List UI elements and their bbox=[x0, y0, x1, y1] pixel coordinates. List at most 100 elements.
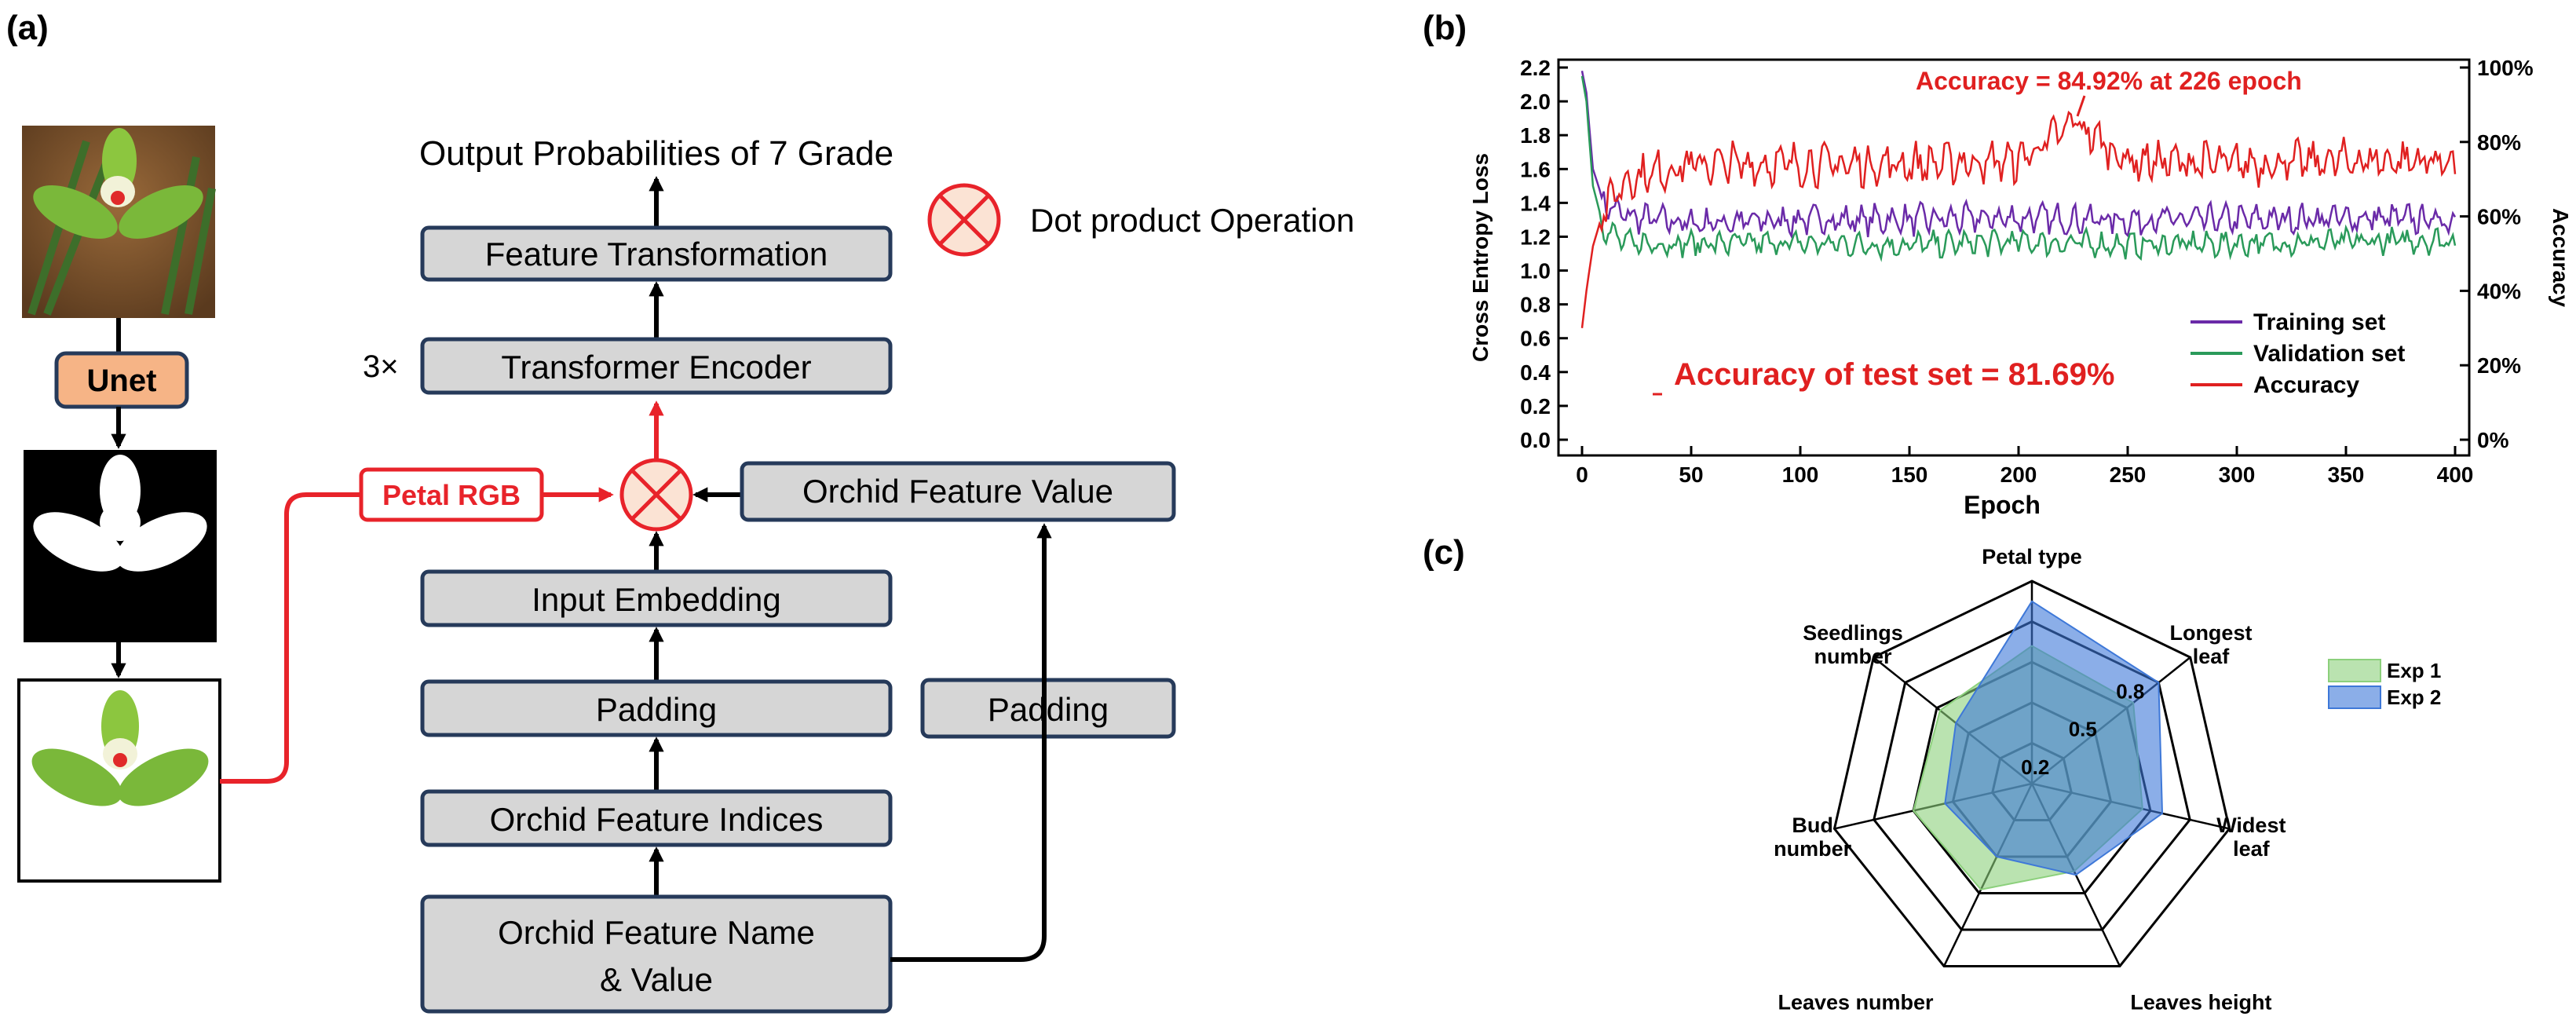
padding-box-left bbox=[420, 679, 893, 737]
radar-legend-label: Exp 1 bbox=[2387, 659, 2441, 682]
y-tick-label: 1.8 bbox=[1520, 123, 1551, 148]
y2-axis-label: Accuracy bbox=[2549, 208, 2573, 308]
input-embedding-label: Input Embedding bbox=[532, 581, 781, 618]
y-tick-label: 1.6 bbox=[1520, 157, 1551, 181]
series-line-0 bbox=[1580, 71, 2457, 240]
y-tick-label: 2.0 bbox=[1520, 90, 1551, 114]
feature-name-label-line1: Orchid Feature Name bbox=[498, 914, 815, 951]
y2-tick-label: 60% bbox=[2477, 205, 2521, 229]
x-tick-label: 100 bbox=[1782, 462, 1819, 487]
radar-axis-label: leaf bbox=[2193, 645, 2231, 668]
dot-product-legend-icon bbox=[927, 183, 1001, 257]
radar-legend: Exp 1 Exp 2 bbox=[2328, 659, 2441, 709]
y-tick-label: 0.4 bbox=[1520, 360, 1551, 385]
y-tick-label: 0.8 bbox=[1520, 293, 1551, 317]
radar-series-1 bbox=[1944, 600, 2164, 876]
y-tick-label: 0.2 bbox=[1520, 394, 1551, 419]
orchid-photo bbox=[22, 126, 216, 318]
panel-a-label: (a) bbox=[6, 9, 49, 47]
panel-c-label: (c) bbox=[1423, 533, 1465, 572]
padding-box-right bbox=[920, 678, 1176, 739]
radar-axis-label: Petal type bbox=[1982, 545, 2082, 568]
feature-transformation-box bbox=[420, 225, 893, 282]
left-axis-ticks: 0.0 0.2 0.4 0.6 0.8 1.0 1.2 1.4 1.6 1.8 2.0 2.2 bbox=[1520, 56, 1568, 452]
radar-axis-label: Longest bbox=[2169, 621, 2252, 645]
y-tick-label: 0.6 bbox=[1520, 327, 1551, 351]
feature-name-label-line2: & Value bbox=[600, 961, 713, 998]
panel-a: (a) Unet bbox=[6, 9, 1354, 1014]
radar-legend-swatch bbox=[2328, 659, 2381, 682]
y2-tick-label: 100% bbox=[2477, 56, 2534, 80]
y-tick-label: 2.2 bbox=[1520, 56, 1551, 80]
orchid-feature-value-box bbox=[740, 461, 1176, 522]
radar-axis-label: Widest bbox=[2216, 813, 2286, 837]
x-tick-label: 250 bbox=[2110, 462, 2147, 487]
series-line-2 bbox=[1580, 110, 2457, 328]
legend-label: Accuracy bbox=[2253, 372, 2359, 398]
x-tick-label: 350 bbox=[2328, 462, 2365, 487]
dot-product-legend-label: Dot product Operation bbox=[1030, 202, 1354, 239]
test-annotation: Accuracy of test set = 81.69% bbox=[1674, 357, 2114, 392]
segmentation-mask bbox=[24, 450, 217, 642]
feature-transformation-label: Feature Transformation bbox=[485, 236, 828, 272]
unet-label: Unet bbox=[87, 364, 157, 398]
peak-annotation: Accuracy = 84.92% at 226 epoch bbox=[1916, 67, 2302, 95]
radar-axis-label: Leaves height bbox=[2130, 991, 2271, 1015]
radar-ring-label: 0.8 bbox=[2116, 679, 2144, 703]
series-line-1 bbox=[1580, 75, 2457, 262]
y-tick-label: 1.4 bbox=[1520, 191, 1551, 215]
y2-tick-label: 80% bbox=[2477, 130, 2521, 155]
panel-b: (b) 0.0 0.2 0.4 0.6 0.8 1.0 1.2 1.4 1.6 1.8 2.0 2.2… bbox=[1423, 9, 2573, 519]
x-tick-label: 300 bbox=[2219, 462, 2256, 487]
radar-ring bbox=[1832, 579, 2231, 967]
transformer-encoder-box bbox=[420, 337, 893, 395]
feature-name-value-box bbox=[420, 894, 893, 1014]
dot-product-node bbox=[619, 458, 693, 532]
radar-ring-label: 0.2 bbox=[2021, 755, 2049, 779]
segmented-petal-image bbox=[17, 678, 221, 883]
unet-box bbox=[54, 351, 189, 409]
panel-b-label: (b) bbox=[1423, 9, 1467, 47]
radar-axis-label: Bud bbox=[1792, 813, 1832, 837]
right-axis-ticks: 0% 20% 40% 60% 80% 100% bbox=[2460, 56, 2534, 452]
radar-axis-label: number bbox=[1774, 837, 1852, 861]
feature-indices-box bbox=[420, 789, 893, 847]
input-embedding-box bbox=[420, 569, 893, 627]
plot-frame bbox=[1557, 58, 2471, 457]
radar-axis-label: leaf bbox=[2233, 837, 2271, 861]
y-tick-label: 1.2 bbox=[1520, 225, 1551, 249]
y-axis-label: Cross Entropy Loss bbox=[1468, 153, 1493, 362]
repeat-label: 3× bbox=[363, 349, 399, 384]
transformer-encoder-label: Transformer Encoder bbox=[501, 349, 811, 386]
orchid-feature-value-label: Orchid Feature Value bbox=[802, 473, 1113, 510]
radar-ring bbox=[1873, 620, 2191, 931]
y-tick-label: 0.0 bbox=[1520, 428, 1551, 452]
x-tick-label: 200 bbox=[2001, 462, 2037, 487]
y-tick-label: 1.0 bbox=[1520, 259, 1551, 283]
radar-legend-swatch bbox=[2328, 685, 2381, 709]
legend-label: Training set bbox=[2253, 309, 2385, 335]
legend-label: Validation set bbox=[2253, 341, 2405, 367]
y2-tick-label: 40% bbox=[2477, 279, 2521, 303]
y2-tick-label: 0% bbox=[2477, 428, 2509, 452]
radar-legend-label: Exp 2 bbox=[2387, 685, 2441, 709]
x-tick-label: 0 bbox=[1576, 462, 1588, 487]
feature-indices-label: Orchid Feature Indices bbox=[490, 801, 824, 838]
radar-axis-label: number bbox=[1814, 645, 1893, 668]
padding-label-left: Padding bbox=[596, 691, 717, 728]
x-tick-label: 150 bbox=[1891, 462, 1928, 487]
plot-lines bbox=[1580, 71, 2457, 328]
petal-rgb-label: Petal RGB bbox=[382, 479, 521, 511]
x-axis-label: Epoch bbox=[1964, 491, 2041, 519]
radar-ring-label: 0.5 bbox=[2069, 718, 2097, 741]
y2-tick-label: 20% bbox=[2477, 353, 2521, 378]
radar-axis-label: Seedlings bbox=[1803, 621, 1903, 645]
peak-arrow bbox=[2076, 95, 2086, 117]
x-tick-label: 50 bbox=[1679, 462, 1703, 487]
radar-axis-label: Leaves number bbox=[1778, 991, 1934, 1015]
